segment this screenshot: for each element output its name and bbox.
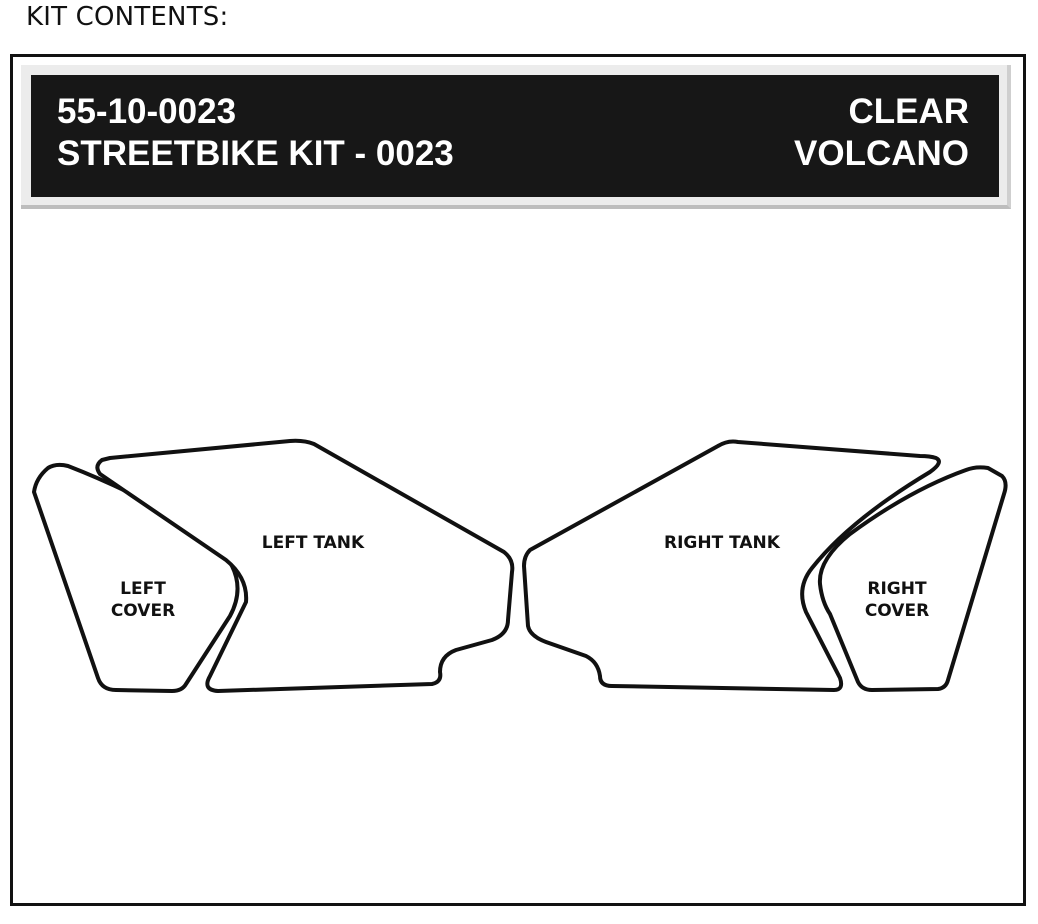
left-tank-shape (95, 438, 515, 693)
right-cover-label-line2: COVER (865, 601, 929, 621)
header-bar: 55-10-0023 STREETBIKE KIT - 0023 CLEAR V… (31, 75, 999, 197)
left-cover-shape (32, 462, 240, 693)
left-tank-label: LEFT TANK (262, 533, 365, 553)
left-cover-label-line2: COVER (111, 601, 175, 621)
kit-contents-title: KIT CONTENTS: (26, 2, 229, 32)
texture-label: VOLCANO (794, 134, 969, 173)
header-left: 55-10-0023 STREETBIKE KIT - 0023 (57, 91, 454, 175)
left-cover-label-line1: LEFT (120, 579, 166, 599)
right-cover-label-line1: RIGHT (867, 579, 927, 599)
header-panel: 55-10-0023 STREETBIKE KIT - 0023 CLEAR V… (21, 65, 1011, 209)
right-tank-label: RIGHT TANK (664, 533, 781, 553)
kit-name: STREETBIKE KIT - 0023 (57, 134, 454, 173)
right-cover-shape (817, 465, 1008, 692)
color-label: CLEAR (848, 92, 969, 131)
part-number: 55-10-0023 (57, 92, 237, 131)
header-right: CLEAR VOLCANO (794, 91, 969, 175)
right-tank-shape (522, 439, 941, 692)
